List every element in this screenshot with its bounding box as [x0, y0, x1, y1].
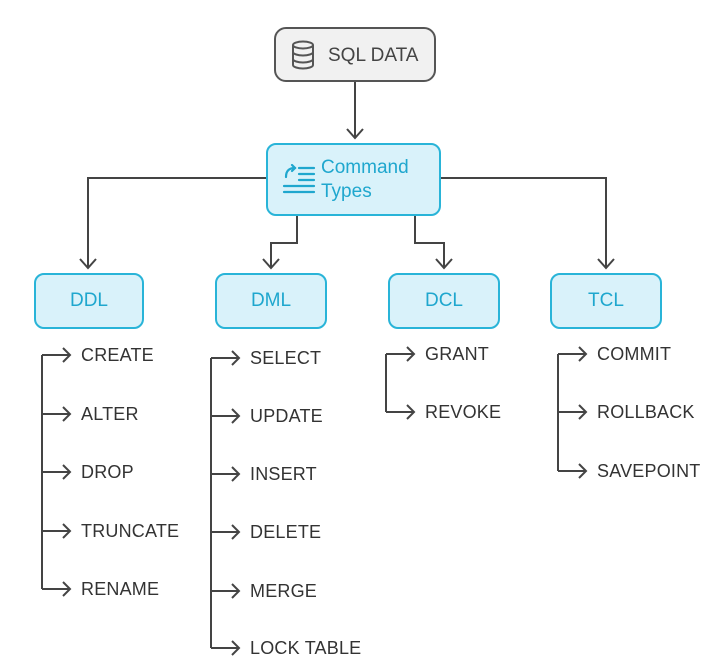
arrow-dml-delete [211, 524, 241, 540]
connector-to-ddl [87, 177, 266, 267]
arrow-tcl-commit [558, 346, 588, 362]
dcl-item-revoke: REVOKE [425, 402, 502, 422]
arrow-dml-insert [211, 466, 241, 482]
dml-item-insert: INSERT [250, 464, 317, 484]
category-label: DCL [424, 290, 463, 311]
command-types-node: Command Types [266, 143, 441, 216]
arrow-dml-lock-table [211, 640, 241, 656]
arrowhead-command [346, 128, 364, 140]
arrow-dml-merge [211, 583, 241, 599]
tcl-item-savepoint: SAVEPOINT [597, 461, 701, 481]
arrow-ddl-alter [42, 406, 72, 422]
category-dml: DML [215, 273, 327, 329]
category-label: TCL [588, 290, 624, 311]
category-dcl: DCL [388, 273, 500, 329]
tcl-item-commit: COMMIT [597, 344, 672, 364]
category-ddl: DDL [34, 273, 144, 329]
arrowhead-dcl [435, 258, 453, 270]
tcl-item-rollback: ROLLBACK [597, 402, 695, 422]
arrow-tcl-savepoint [558, 463, 588, 479]
arrow-tcl-rollback [558, 404, 588, 420]
connector-to-dcl [414, 216, 445, 267]
arrowhead-ddl [79, 258, 97, 270]
sql-data-node: SQL DATA [274, 27, 436, 82]
ddl-item-rename: RENAME [81, 579, 160, 599]
ddl-item-truncate: TRUNCATE [81, 521, 180, 541]
database-icon [292, 40, 314, 70]
dml-item-merge: MERGE [250, 581, 318, 601]
ddl-item-alter: ALTER [81, 404, 139, 424]
dml-item-delete: DELETE [250, 522, 322, 542]
arrow-dml-update [211, 408, 241, 424]
arrow-ddl-drop [42, 464, 72, 480]
arrow-ddl-rename [42, 581, 72, 597]
arrow-dml-select [211, 350, 241, 366]
arrow-ddl-truncate [42, 523, 72, 539]
dml-item-update: UPDATE [250, 406, 323, 426]
ddl-item-drop: DROP [81, 462, 134, 482]
ddl-item-create: CREATE [81, 345, 154, 365]
dml-item-lock-table: LOCK TABLE [250, 638, 362, 658]
category-label: DDL [69, 290, 108, 311]
arrow-dcl-grant [386, 346, 416, 362]
arrow-ddl-create [42, 347, 72, 363]
sql-data-label: SQL DATA [328, 45, 419, 66]
dcl-item-grant: GRANT [425, 344, 489, 364]
category-label: DML [250, 290, 292, 311]
category-tcl: TCL [550, 273, 662, 329]
dml-item-select: SELECT [250, 348, 322, 368]
arrowhead-tcl [597, 258, 615, 270]
connector-to-tcl [441, 177, 607, 267]
arrow-dcl-revoke [386, 404, 416, 420]
arrowhead-dml [262, 258, 280, 270]
command-list-icon [282, 164, 316, 194]
connector-to-dml [270, 216, 298, 267]
command-types-label: Command Types [321, 157, 409, 202]
